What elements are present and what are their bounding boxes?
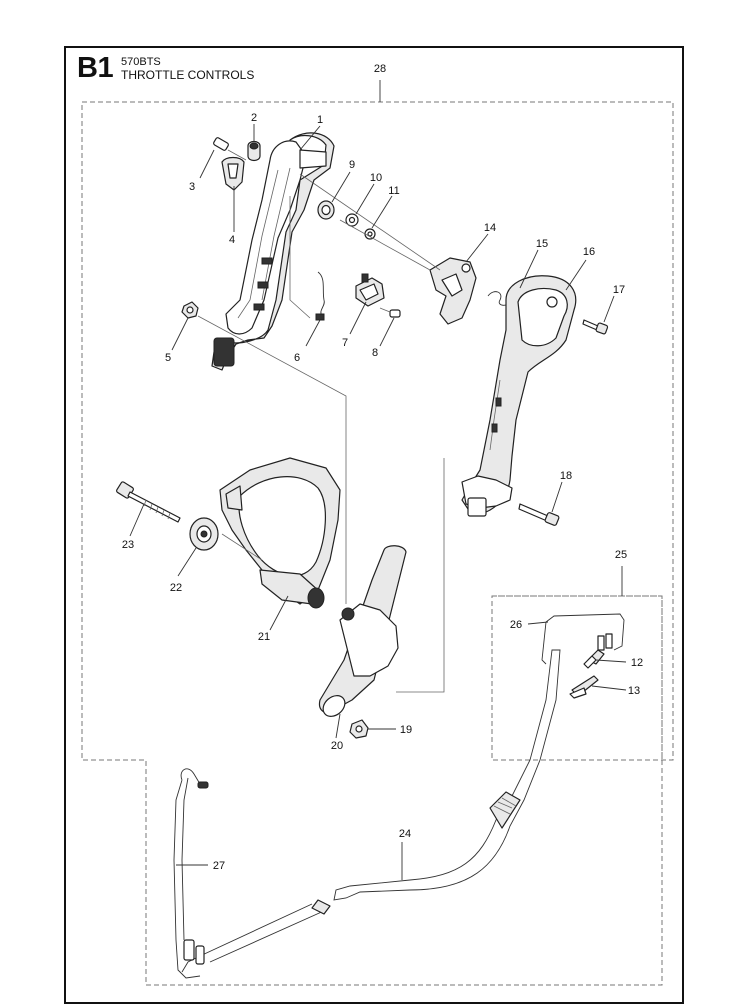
part-5-nut [181, 301, 199, 319]
callout-4: 4 [229, 234, 235, 246]
part-6-spring [315, 271, 325, 321]
section-title: THROTTLE CONTROLS [121, 68, 255, 82]
part-17-bolt [582, 319, 609, 335]
callout-23: 23 [122, 539, 134, 551]
callout-25: 25 [615, 549, 627, 561]
callout-24: 24 [399, 828, 411, 840]
part-7-stop-switch [355, 273, 385, 307]
callout-20: 20 [331, 740, 343, 752]
callout-21: 21 [258, 631, 270, 643]
part-22-knob [189, 517, 219, 551]
part-20-handle-tube [318, 545, 407, 717]
part-23-long-bolt [116, 481, 181, 523]
callout-14: 14 [484, 222, 496, 234]
assembly-line-2 [339, 219, 431, 271]
part-8-screw [379, 307, 401, 318]
part-12-terminal [583, 649, 605, 669]
callout-1: 1 [317, 114, 323, 126]
part-10-washer [345, 213, 359, 227]
part-26-cable-bracket [541, 613, 625, 665]
part-27-stop-wire [173, 768, 209, 979]
callout-leaders [129, 80, 627, 880]
assembly-line-6 [289, 196, 311, 319]
part-18-bolt [518, 503, 560, 526]
part-13-terminal [569, 675, 599, 699]
part-2-bushing [247, 140, 261, 162]
part-21-clamp-housing [219, 457, 341, 609]
part-1-handle-bracket [211, 132, 335, 371]
model-number: 570BTS [121, 56, 161, 68]
callout-19: 19 [400, 724, 412, 736]
part-14-throttle-trigger [429, 257, 477, 325]
group-25-boundary [492, 595, 663, 760]
part-9-washer [317, 200, 335, 220]
callout-6: 6 [294, 352, 300, 364]
assembly-line-5 [221, 533, 263, 561]
callout-3: 3 [189, 181, 195, 193]
assembly-line-1 [299, 173, 441, 271]
callout-8: 8 [372, 347, 378, 359]
callout-17: 17 [613, 284, 625, 296]
part-24-cable [181, 649, 561, 973]
callout-10: 10 [370, 172, 382, 184]
group-28-boundary [81, 101, 674, 986]
assembly-line-3 [197, 315, 347, 604]
callout-2: 2 [251, 112, 257, 124]
callout-13: 13 [628, 685, 640, 697]
callout-28: 28 [374, 63, 386, 75]
callout-27: 27 [213, 860, 225, 872]
callout-5: 5 [165, 352, 171, 364]
part-4-trigger [221, 156, 245, 191]
callout-22: 22 [170, 582, 182, 594]
callout-16: 16 [583, 246, 595, 258]
diagram-frame [64, 46, 684, 1004]
part-19-nut [349, 719, 369, 739]
part-3-pin [213, 137, 247, 161]
callout-12: 12 [631, 657, 643, 669]
callout-7: 7 [342, 337, 348, 349]
assembly-line-4 [396, 458, 445, 693]
callout-18: 18 [560, 470, 572, 482]
callout-9: 9 [349, 159, 355, 171]
part-11-circlip [364, 228, 376, 240]
callout-15: 15 [536, 238, 548, 250]
section-code: B1 [77, 52, 114, 84]
callout-11: 11 [388, 185, 399, 197]
part-16-handle-grip [461, 275, 577, 517]
callout-26: 26 [510, 619, 522, 631]
